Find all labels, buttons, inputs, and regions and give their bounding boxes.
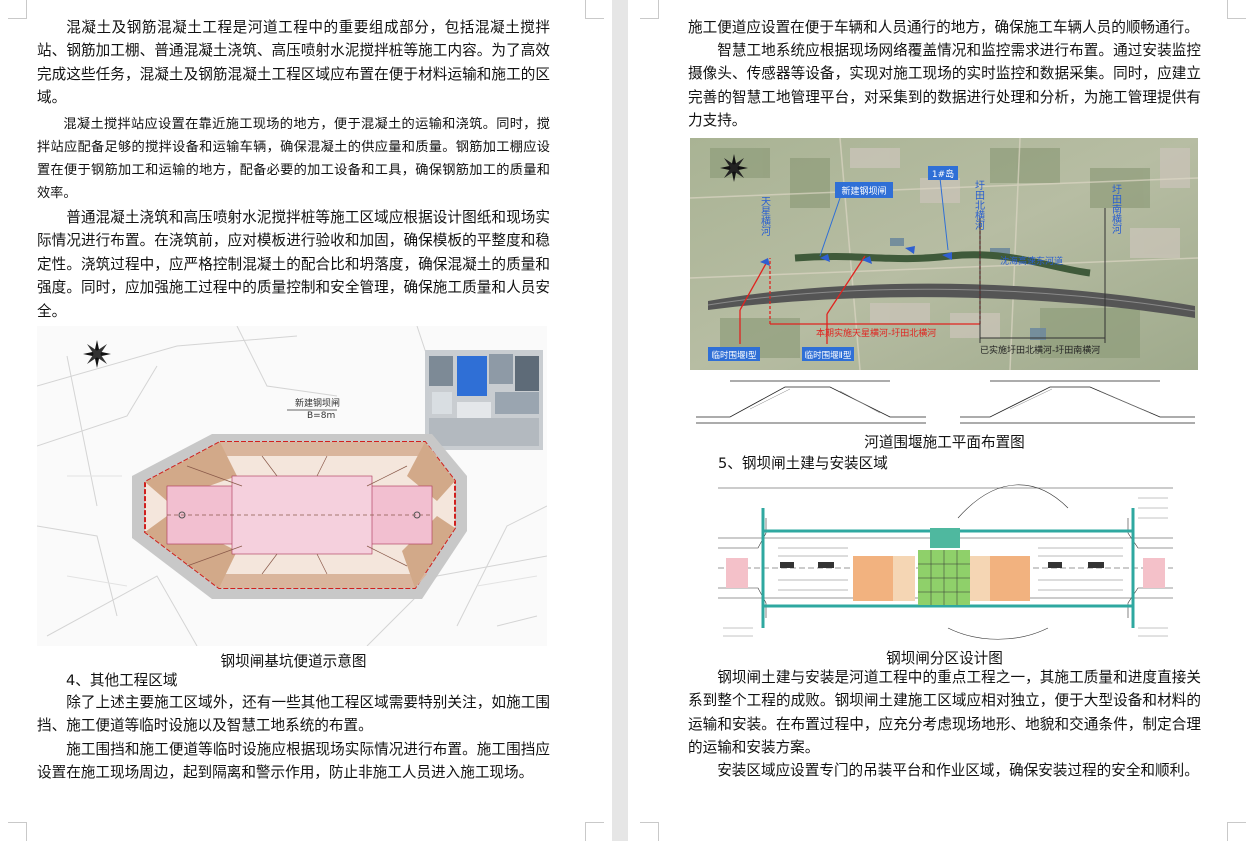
- map-label-type1: 临时围堰Ⅰ型: [711, 350, 757, 361]
- paragraph: 普通混凝土浇筑和高压喷射水泥搅拌桩等施工区域应根据设计图纸和现场实际情况进行布置…: [37, 209, 550, 320]
- crop-mark: [1227, 822, 1246, 841]
- crop-mark: [1227, 0, 1246, 19]
- section-heading: 5、钢坝闸土建与安装区域: [718, 455, 888, 472]
- crop-mark: [8, 0, 27, 19]
- crop-mark: [585, 0, 604, 19]
- paragraph: 混凝土搅拌站应设置在靠近施工现场的地方，便于混凝土的运输和浇筑。同时，搅拌站应配…: [37, 117, 550, 201]
- section-heading: 4、其他工程区域: [66, 672, 178, 689]
- map-label-done: 已实施圩田北横河-圩田南横河: [980, 344, 1100, 356]
- crop-mark: [640, 822, 659, 841]
- cofferdam-layout-map: 新建钢坝闸 1#岛 天星横河 圩田北横河 圩田南横河 沈海高速东河道 本期实施天…: [689, 137, 1199, 371]
- document-page-left: 混凝土及钢筋混凝土工程是河道工程中的重要组成部分，包括混凝土搅拌站、钢筋加工棚、…: [0, 0, 612, 841]
- crop-mark: [585, 822, 604, 841]
- new-gate-label: 新建钢坝闸: [295, 397, 340, 409]
- paragraph: 安装区域应设置专门的吊装平台和作业区域，确保安装过程的安全和顺利。: [717, 762, 1199, 779]
- figure-caption: 钢坝闸分区设计图: [886, 650, 1003, 667]
- map-label-this-phase: 本期实施天星横河-圩田北横河: [816, 327, 936, 339]
- paragraph: 混凝土及钢筋混凝土工程是河道工程中的重要组成部分，包括混凝土搅拌站、钢筋加工棚、…: [37, 19, 550, 107]
- figure-caption: 钢坝闸基坑便道示意图: [220, 653, 367, 670]
- cofferdam-cross-sections: [690, 375, 1198, 427]
- document-page-right: 施工便道应设置在便于车辆和人员通行的地方，确保施工车辆人员的顺畅通行。 智慧工地…: [628, 0, 1254, 841]
- map-label-yutian-south: 圩田南横河: [1110, 183, 1122, 234]
- map-label-type2: 临时围堰Ⅱ型: [805, 350, 852, 361]
- north-arrow-icon: [720, 154, 748, 182]
- map-label-yutian-north: 圩田北横河: [973, 179, 985, 230]
- map-label-island: 1#岛: [932, 168, 954, 180]
- paragraph: 除了上述主要施工区域外，还有一些其他工程区域需要特别关注，如施工围挡、施工便道等…: [37, 694, 550, 735]
- dam-zoning-drawing: [718, 478, 1173, 643]
- north-arrow-icon: [83, 340, 111, 368]
- paragraph: 施工围挡和施工便道等临时设施应根据现场实际情况进行布置。施工围挡应设置在施工现场…: [37, 741, 550, 782]
- map-caption: 河道围堰施工平面布置图: [864, 434, 1025, 451]
- paragraph: 施工便道应设置在便于车辆和人员通行的地方，确保施工车辆人员的顺畅通行。: [688, 19, 1199, 36]
- crop-mark: [8, 822, 27, 841]
- paragraph: 智慧工地系统应根据现场网络覆盖情况和监控需求进行布置。通过安装监控摄像头、传感器…: [688, 42, 1201, 130]
- map-label-tianxing: 天星横河: [759, 196, 771, 236]
- dam-pit-access-figure: 新建钢坝闸 B=8m: [36, 325, 548, 647]
- paragraph: 钢坝闸土建与安装是河道工程中的重点工程之一，其施工质量和进度直接关系到整个工程的…: [688, 669, 1201, 757]
- width-label: B=8m: [307, 411, 335, 421]
- map-label-river: 沈海高速东河道: [1000, 255, 1063, 267]
- crop-mark: [640, 0, 659, 19]
- map-label-new-gate: 新建钢坝闸: [841, 185, 886, 197]
